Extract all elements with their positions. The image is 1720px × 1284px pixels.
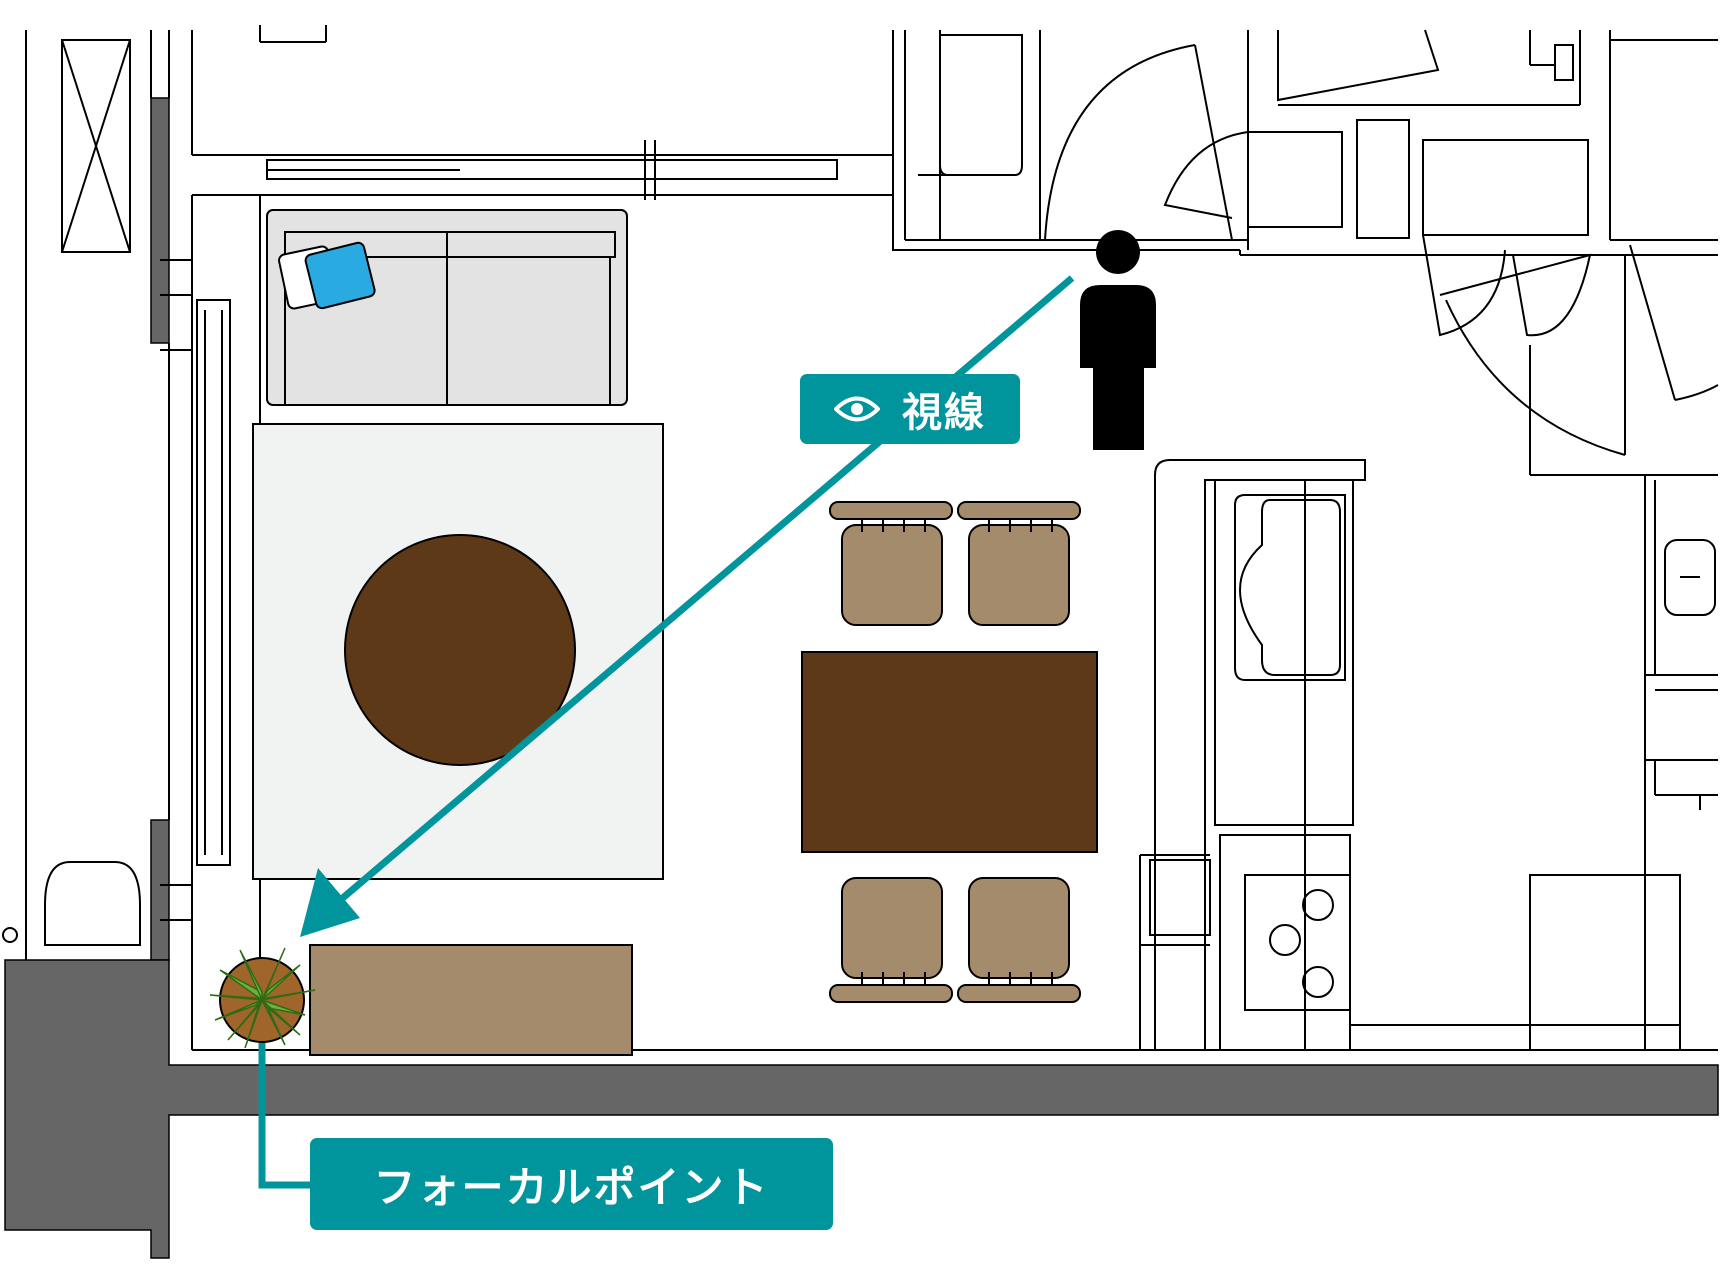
wall-lines: [2, 25, 1719, 1051]
plant-icon: [209, 947, 316, 1049]
chair-top-right: [957, 501, 1081, 626]
focal-point-label-text: フォーカルポイント: [373, 1162, 770, 1212]
rug: [252, 423, 664, 880]
sofa: [266, 209, 628, 406]
dining-table: [801, 651, 1098, 853]
exterior-walls: [4, 97, 1719, 1259]
sideboard: [309, 944, 633, 1056]
person-icon: [1080, 230, 1156, 450]
gaze-label-text: 視線: [902, 390, 986, 436]
gaze-label: 視線: [800, 374, 1020, 444]
chair-bottom-left: [829, 877, 953, 1003]
eye-icon: [834, 394, 880, 424]
chair-top-left: [829, 501, 953, 626]
dining-set: [801, 501, 1098, 1003]
focal-leader-line: [258, 1020, 318, 1189]
chair-bottom-right: [957, 877, 1081, 1003]
focal-point-label: フォーカルポイント: [310, 1138, 833, 1230]
round-coffee-table: [344, 534, 576, 766]
